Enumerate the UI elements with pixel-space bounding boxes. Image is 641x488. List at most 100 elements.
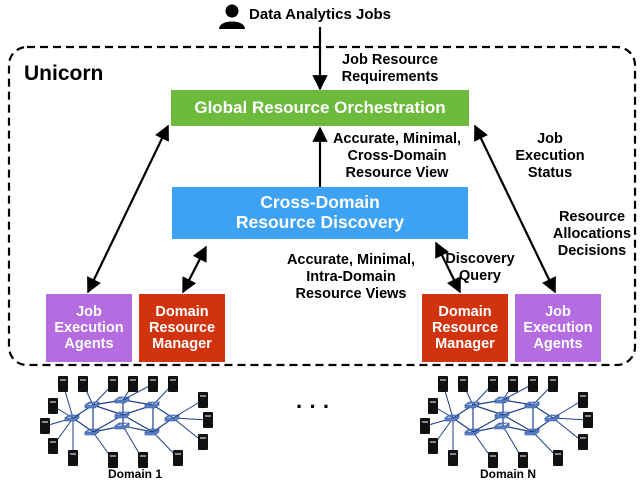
switch-icon — [84, 428, 100, 436]
network-link — [122, 414, 154, 433]
server-icon — [108, 376, 118, 392]
intra-domain-resource-views-label: Accurate, Minimal, Intra-Domain Resource… — [276, 252, 426, 303]
server-icon — [108, 452, 118, 468]
job-requirements-line-2: Requirements — [341, 69, 439, 86]
switch-icon — [464, 401, 480, 409]
domain-n-network — [420, 376, 593, 468]
server-slot — [70, 453, 76, 455]
server-icon — [198, 434, 208, 450]
server-icon — [583, 412, 593, 428]
data-analytics-jobs-label: Data Analytics Jobs — [249, 6, 391, 23]
manager-left-line-3: Manager — [152, 336, 212, 353]
server-icon — [508, 376, 518, 392]
cross-view-line-2: Cross-Domain — [347, 148, 447, 165]
switch-icon — [114, 411, 130, 419]
job-status-line-1: Job — [537, 131, 563, 147]
switch-icon — [144, 401, 160, 409]
cross-view-line-3: Resource View — [345, 165, 449, 182]
unicorn-title: Unicorn — [24, 62, 104, 85]
server-slot — [430, 401, 436, 403]
server-slot — [580, 395, 586, 397]
server-slot — [200, 437, 206, 439]
server-slot — [60, 379, 66, 381]
server-slot — [175, 453, 181, 455]
domains-ellipsis: · · · — [296, 394, 331, 419]
server-icon — [528, 376, 538, 392]
server-slot — [170, 379, 176, 381]
arrow-discovery-left-manager — [182, 245, 207, 294]
job-execution-status-label: Job Execution Status — [500, 131, 600, 182]
server-slot — [510, 379, 516, 381]
domain-1-network — [40, 376, 213, 468]
server-icon — [148, 376, 158, 392]
arrow-discovery-right-manager — [435, 241, 461, 294]
server-slot — [50, 441, 56, 443]
server-icon — [518, 452, 528, 468]
switch-icon — [114, 396, 130, 404]
domain-resource-manager-right-box: Domain Resource Manager — [422, 294, 508, 362]
server-slot — [200, 395, 206, 397]
job-resource-requirements-label: Job Resource Requirements — [330, 52, 450, 86]
manager-right-line-2: Resource — [431, 319, 499, 336]
switch-icon — [144, 428, 160, 436]
switch-icon — [84, 401, 100, 409]
server-slot — [490, 455, 496, 457]
manager-right-line-3: Manager — [435, 336, 495, 353]
manager-right-line-1: Domain — [438, 303, 492, 320]
server-icon — [168, 376, 178, 392]
server-slot — [585, 415, 591, 417]
manager-left-line-2: Resource — [148, 319, 216, 336]
server-slot — [110, 455, 116, 457]
agents-right-line-3: Agents — [533, 336, 583, 353]
agents-left-line-1: Job — [76, 303, 102, 320]
server-icon — [488, 452, 498, 468]
manager-left-line-1: Domain — [155, 303, 209, 320]
domain-resource-manager-left-box: Domain Resource Manager — [139, 294, 225, 362]
server-slot — [42, 421, 48, 423]
server-slot — [140, 455, 146, 457]
agents-right-line-2: Execution — [523, 319, 593, 336]
switch-icon — [544, 414, 560, 422]
server-slot — [430, 441, 436, 443]
allocations-line-3: Decisions — [557, 243, 627, 260]
server-icon — [68, 450, 78, 466]
server-slot — [580, 437, 586, 439]
server-icon — [48, 398, 58, 414]
domain-1-label: Domain 1 — [108, 467, 163, 481]
server-icon — [448, 450, 458, 466]
discovery-query-line-1: Discovery — [445, 251, 515, 267]
server-slot — [80, 379, 86, 381]
arrow-orchestration-left-agents — [87, 124, 169, 294]
arrow-orchestration-right-agents — [474, 124, 556, 294]
unicorn-container-border — [7, 45, 637, 367]
domain-n-label: Domain N — [480, 467, 537, 481]
agents-right-line-1: Job — [545, 303, 571, 320]
discovery-query-line-2: Query — [459, 268, 501, 285]
job-status-line-2: Execution — [515, 148, 585, 165]
server-icon — [428, 398, 438, 414]
server-slot — [550, 379, 556, 381]
server-slot — [555, 453, 561, 455]
server-icon — [458, 376, 468, 392]
server-slot — [130, 379, 136, 381]
server-icon — [428, 438, 438, 454]
server-slot — [520, 455, 526, 457]
server-icon — [488, 376, 498, 392]
server-icon — [128, 376, 138, 392]
server-icon — [138, 452, 148, 468]
server-icon — [578, 434, 588, 450]
switch-icon — [464, 428, 480, 436]
server-icon — [420, 418, 430, 434]
switch-icon — [444, 414, 460, 422]
switch-icon — [494, 411, 510, 419]
allocations-line-2: Allocations — [552, 226, 632, 243]
job-execution-agents-right-box: Job Execution Agents — [515, 294, 601, 362]
server-slot — [490, 379, 496, 381]
server-slot — [50, 401, 56, 403]
discovery-line-2: Resource Discovery — [235, 212, 405, 232]
discovery-line-1: Cross-Domain — [260, 192, 380, 213]
intra-view-line-2: Intra-Domain — [306, 269, 396, 286]
server-icon — [48, 438, 58, 454]
job-requirements-line-1: Job Resource — [342, 52, 438, 68]
